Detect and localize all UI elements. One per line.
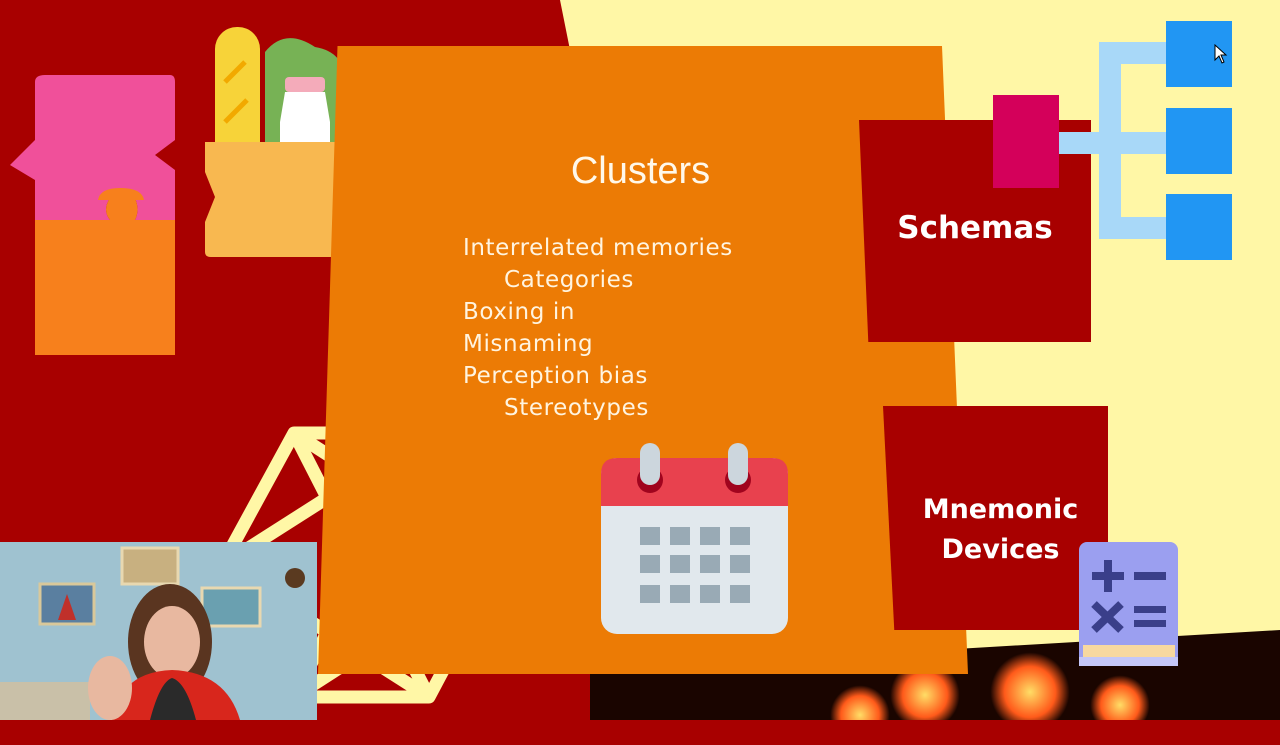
schemas-label: Schemas — [897, 210, 1053, 246]
slide-title: Clusters — [570, 150, 711, 192]
math-book-icon — [1079, 542, 1178, 666]
mouse-cursor-icon — [1214, 44, 1228, 64]
presenter-video-frame — [0, 542, 317, 720]
glow-orb — [830, 685, 890, 720]
bullet-list: Interrelated memories Categories Boxing … — [463, 232, 733, 424]
bullet-item: Boxing in — [463, 299, 575, 325]
bullet-sub-item: Categories — [504, 267, 634, 293]
glow-orb — [990, 652, 1070, 720]
grocery-bag-icon — [205, 27, 353, 257]
bullet-sub-item: Stereotypes — [504, 395, 649, 421]
bullet-item: Misnaming — [463, 331, 594, 357]
mnemonic-devices-card — [883, 406, 1108, 630]
mnemonic-label-line2: Devices — [941, 534, 1060, 565]
mnemonic-devices-label: Mnemonic Devices — [883, 490, 1118, 570]
puzzle-icon — [10, 75, 175, 355]
mnemonic-label-line1: Mnemonic — [922, 494, 1079, 525]
calendar-icon — [601, 443, 788, 634]
bullet-item: Interrelated memories — [463, 235, 733, 261]
org-chart-icon — [993, 21, 1232, 260]
presenter-webcam — [0, 542, 317, 720]
glow-orb — [1090, 675, 1150, 720]
bullet-item: Perception bias — [463, 363, 648, 389]
